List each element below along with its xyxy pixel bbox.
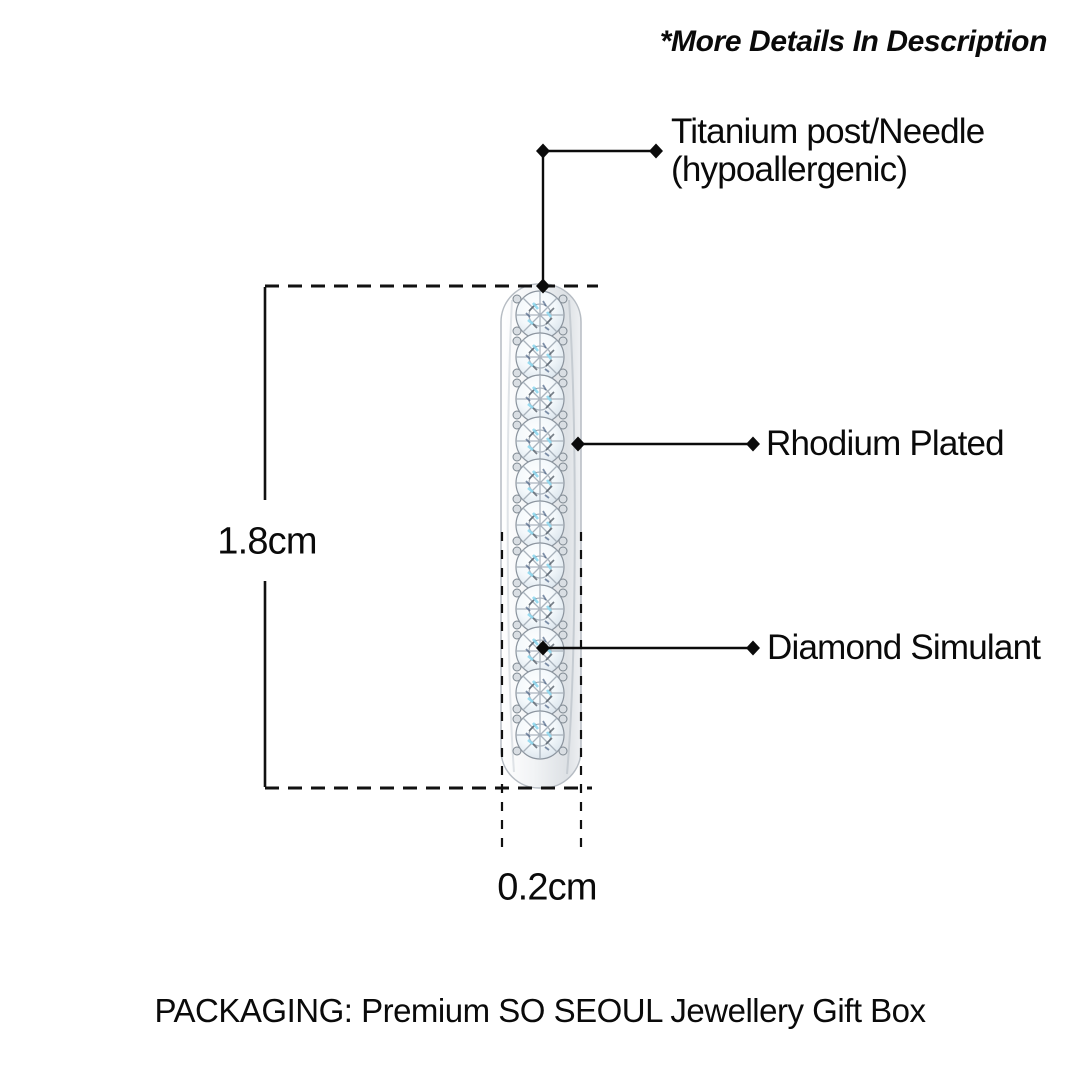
packaging-note: PACKAGING: Premium SO SEOUL Jewellery Gi… bbox=[154, 992, 926, 1029]
annotation-titanium-line1: Titanium post/Needle bbox=[671, 112, 985, 151]
gem-stone bbox=[511, 373, 569, 425]
marker-rhodium-right bbox=[746, 436, 760, 452]
earring-band-highlight bbox=[506, 299, 515, 773]
more-details-note: *More Details In Description bbox=[659, 25, 1048, 58]
annotation-rhodium-plated: Rhodium Plated bbox=[766, 424, 1005, 463]
titanium-leader-line bbox=[541, 149, 656, 284]
gem-stone bbox=[511, 331, 569, 383]
dimension-height-label: 1.8cm bbox=[217, 520, 317, 563]
gem-stones bbox=[511, 289, 569, 761]
gem-stone bbox=[511, 709, 569, 761]
gem-stone bbox=[511, 499, 569, 551]
annotation-diamond-simulant: Diamond Simulant bbox=[767, 628, 1041, 667]
gem-stone bbox=[511, 457, 569, 509]
annotation-titanium-post: Titanium post/Needle (hypoallergenic) bbox=[671, 112, 985, 189]
dimension-width-label: 0.2cm bbox=[497, 866, 597, 909]
gem-stone bbox=[511, 289, 569, 341]
earring-band-inner-edge bbox=[566, 299, 576, 775]
leader-lines bbox=[541, 149, 753, 650]
annotation-titanium-line2: (hypoallergenic) bbox=[671, 150, 908, 189]
marker-diamond-right bbox=[746, 640, 760, 656]
gem-stone bbox=[511, 667, 569, 719]
gem-stone bbox=[511, 541, 569, 593]
gem-stone bbox=[511, 583, 569, 635]
marker-titanium-left bbox=[536, 143, 550, 159]
earring-illustration bbox=[500, 283, 582, 789]
gem-stone bbox=[511, 415, 569, 467]
marker-titanium-right bbox=[649, 143, 663, 159]
